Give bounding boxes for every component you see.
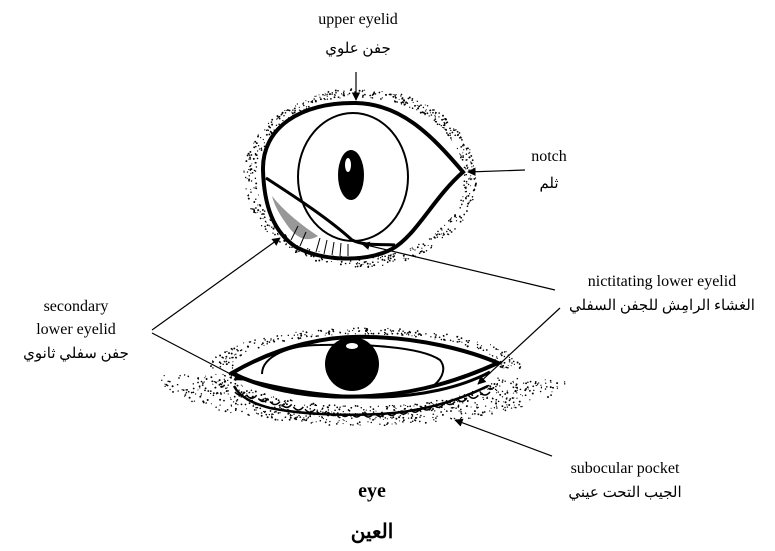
label-subocular-ar: الجيب التحت عيني — [568, 485, 681, 501]
label-upper-eyelid-en: upper eyelid — [318, 11, 398, 28]
subocular-pocket-edge — [234, 386, 488, 415]
pupil — [338, 150, 364, 200]
arrow-nictitating-to-lower — [478, 308, 560, 384]
arrow-notch — [468, 170, 525, 172]
title-en: eye — [358, 480, 386, 502]
arrow-subocular — [455, 420, 552, 456]
arrow-nictitating-to-upper — [362, 244, 555, 290]
labels: upper eyelid جفن علوي notch ثلم nictitat… — [23, 11, 755, 544]
label-notch-en: notch — [531, 148, 567, 165]
label-subocular-en: subocular pocket — [571, 460, 680, 477]
label-nictitating-ar: الغشاء الرامِش للجفن السفلي — [569, 298, 755, 314]
upper-eye-illustration — [263, 103, 463, 259]
title-ar: العين — [351, 521, 394, 544]
label-upper-eyelid-ar: جفن علوي — [325, 41, 390, 57]
label-nictitating-en: nictitating lower eyelid — [588, 273, 736, 290]
label-notch-ar: ثلم — [539, 176, 558, 192]
pupil-highlight — [345, 158, 351, 172]
arrow-secondary-to-upper — [152, 238, 280, 330]
label-secondary-en-1: secondary — [44, 298, 109, 315]
arrow-secondary-to-lower — [152, 333, 242, 380]
lower-pupil-highlight — [346, 343, 358, 349]
label-secondary-en-2: lower eyelid — [36, 321, 116, 338]
label-secondary-ar: جفن سفلي ثانوي — [23, 346, 129, 362]
